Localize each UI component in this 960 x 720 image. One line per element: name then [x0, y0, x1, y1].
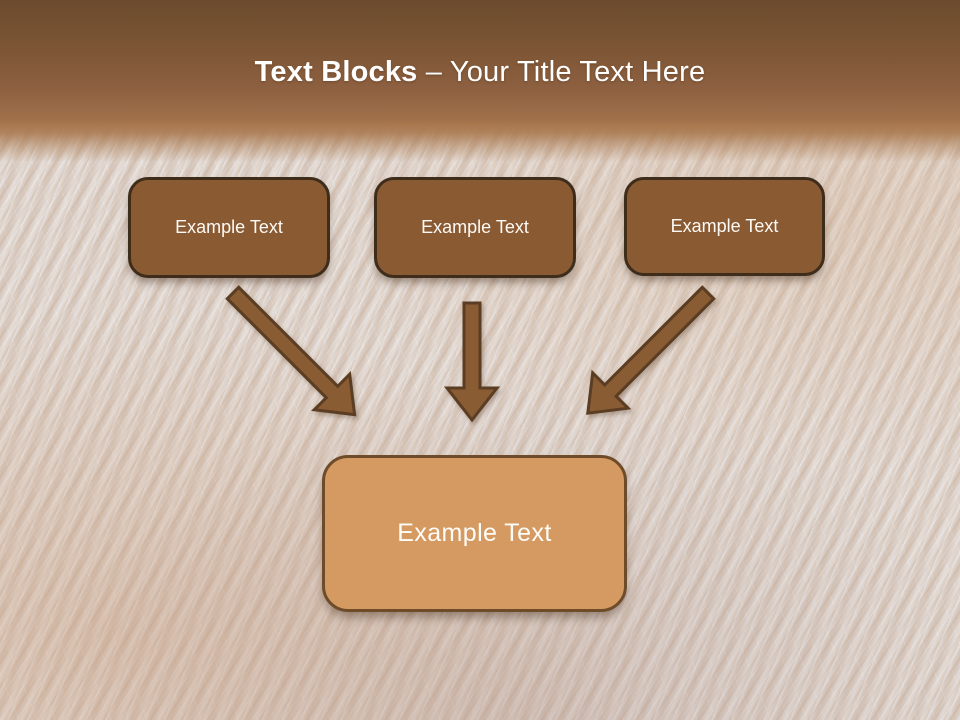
- text-block-3: Example Text: [624, 177, 825, 276]
- title-band: [0, 0, 960, 162]
- arrow-down-left-icon: [586, 285, 716, 415]
- center-text-block-label: Example Text: [397, 519, 552, 547]
- text-block-3-label: Example Text: [670, 216, 779, 236]
- slide-title-bold: Text Blocks: [254, 56, 418, 88]
- slide-title-rest: – Your Title Text Here: [417, 56, 706, 88]
- arrow-down-right-icon: [225, 285, 357, 417]
- arrow-down-icon: [443, 301, 501, 423]
- slide-title: Text Blocks – Your Title Text Here: [0, 56, 960, 89]
- center-text-block: Example Text: [322, 455, 627, 612]
- text-block-2: Example Text: [374, 177, 576, 278]
- text-block-1: Example Text: [128, 177, 330, 278]
- text-block-1-label: Example Text: [175, 217, 283, 237]
- text-block-2-label: Example Text: [421, 217, 529, 237]
